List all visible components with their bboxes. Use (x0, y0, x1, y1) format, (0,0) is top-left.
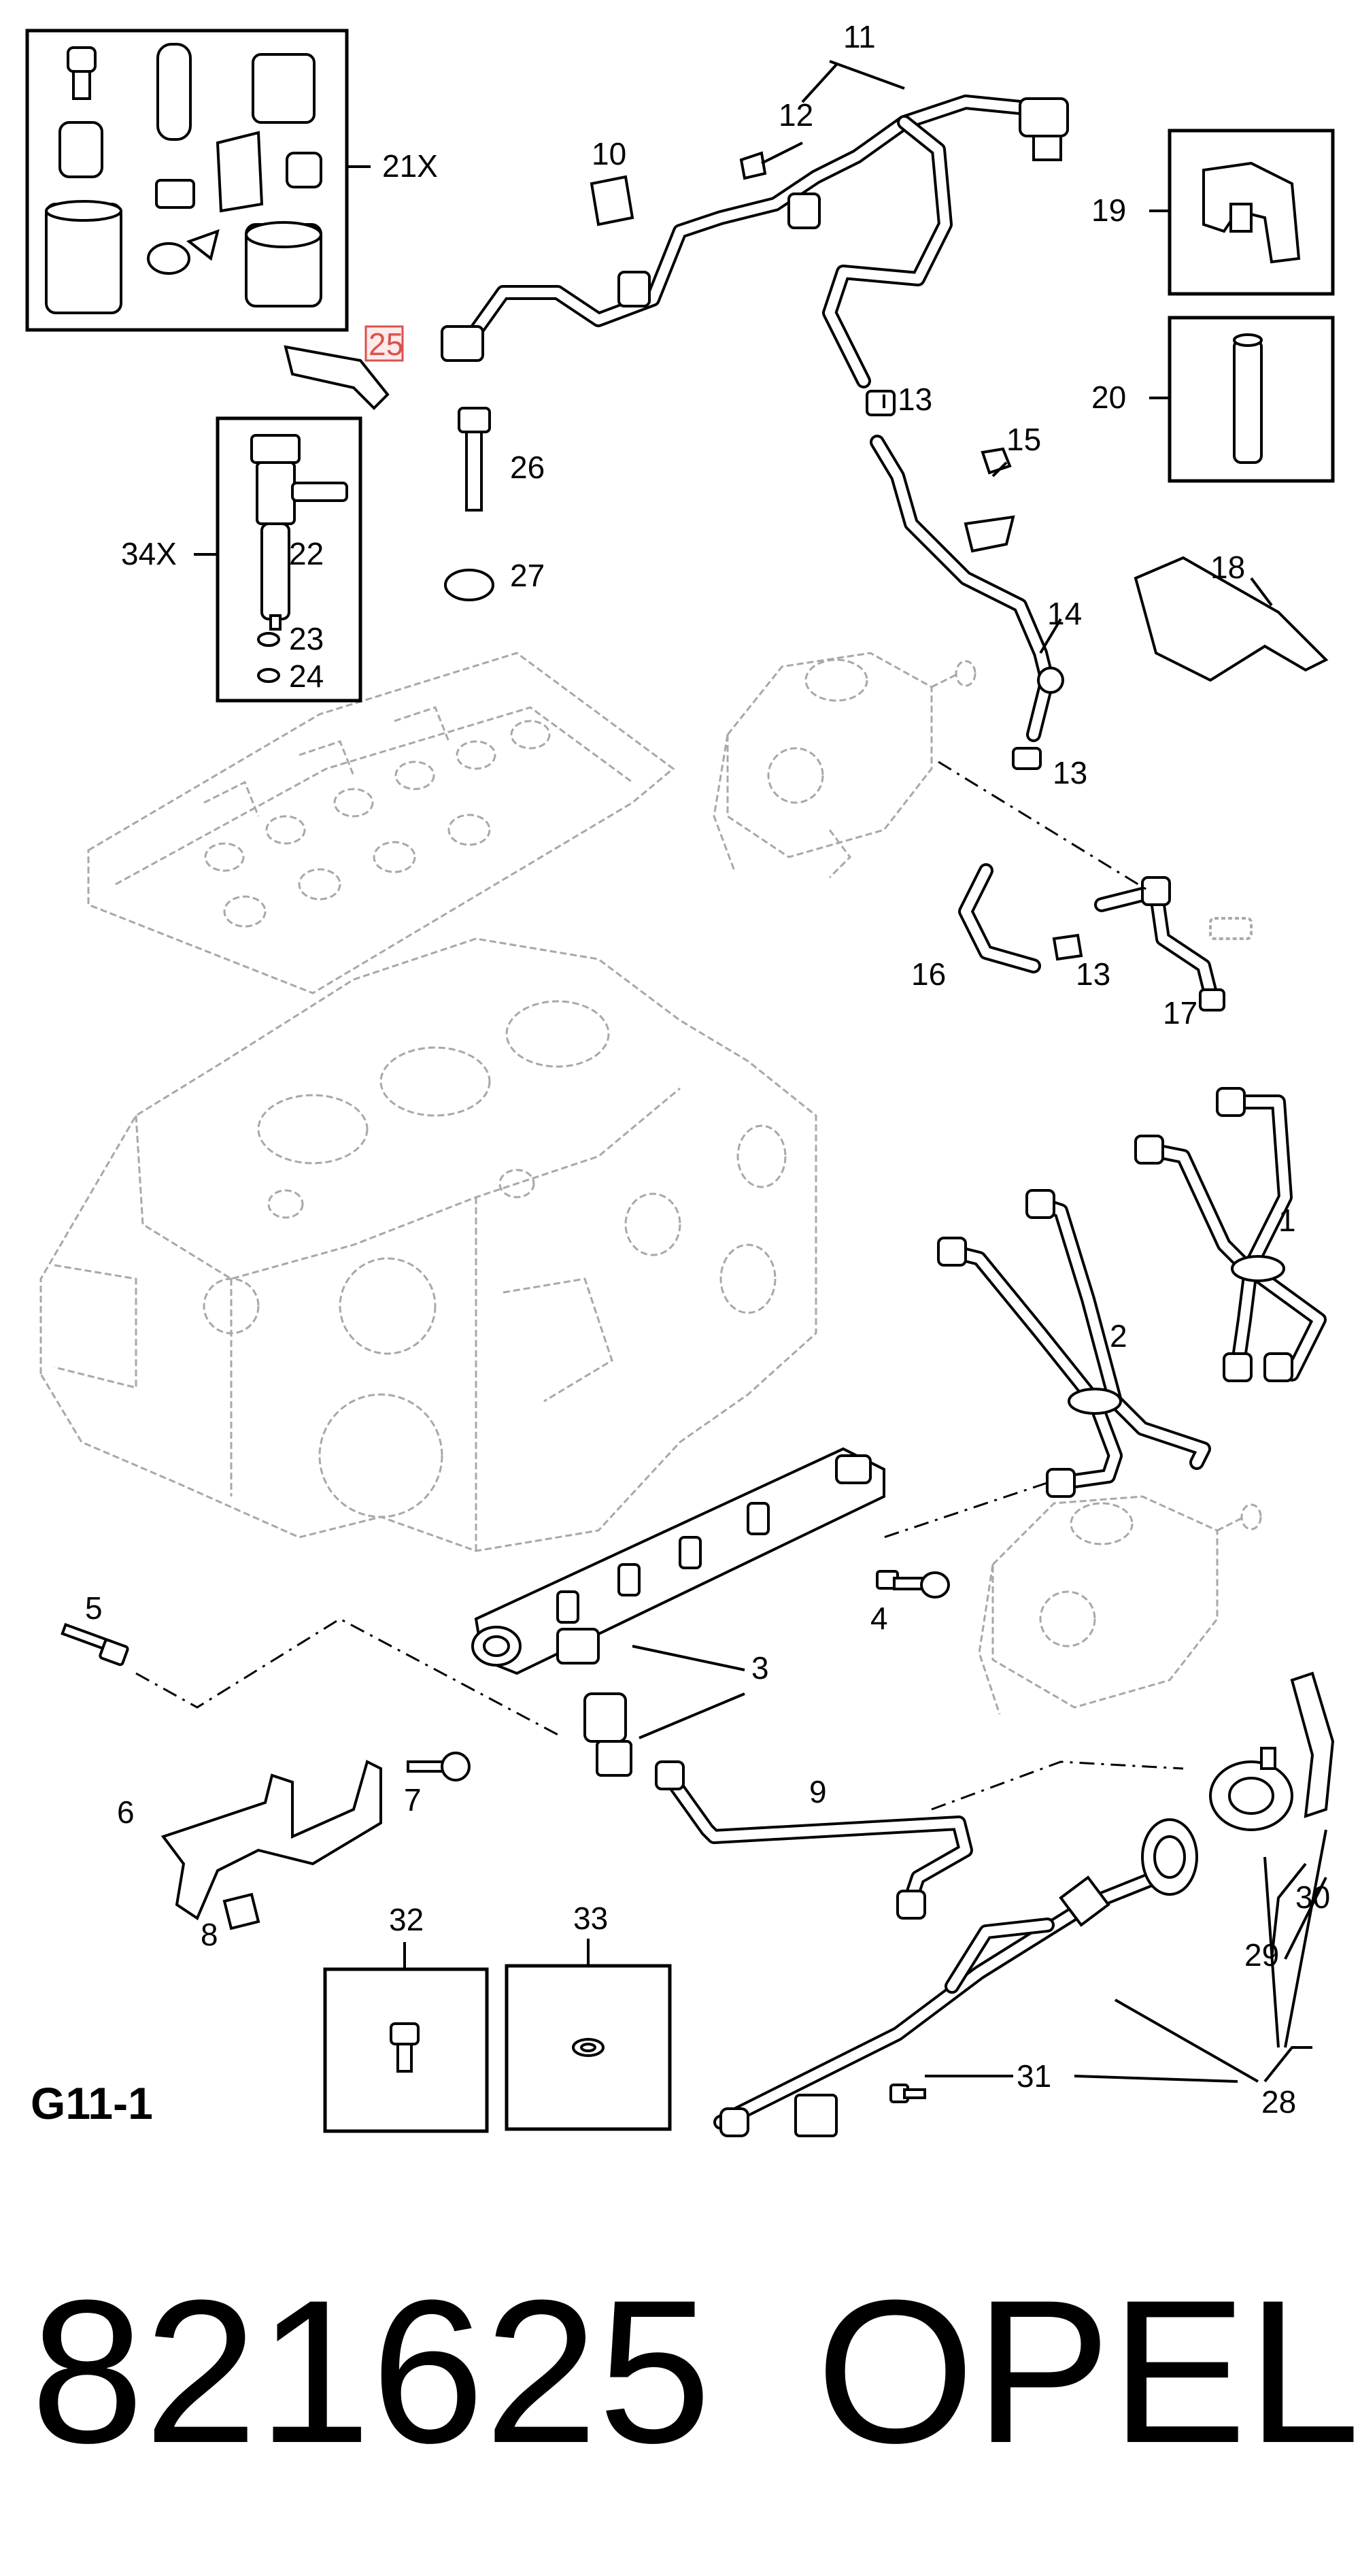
callout-19: 19 (1091, 193, 1126, 228)
callout-28: 28 (1261, 2084, 1296, 2120)
bracket-6-icon (160, 1760, 382, 1920)
callout-1: 1 (1278, 1203, 1296, 1238)
bracket-18-icon (1134, 556, 1329, 682)
callout-8: 8 (201, 1917, 218, 1952)
kit-34x-box (216, 416, 362, 703)
nut-15-icon (981, 447, 1012, 475)
fuel-pipe-9 (655, 1760, 973, 1920)
cap-stem-icon (72, 70, 91, 100)
callout-labels: 1 2 3 4 5 6 7 8 9 10 11 12 13 13 13 14 1… (85, 19, 1330, 2120)
callout-13b: 13 (1053, 755, 1087, 790)
cap-nut-icon (252, 53, 316, 124)
fitting-17 (1094, 876, 1253, 1011)
callout-14: 14 (1047, 596, 1082, 631)
callout-26: 26 (510, 450, 545, 485)
callout-15: 15 (1006, 422, 1041, 457)
callout-11: 11 (843, 19, 876, 54)
callout-5: 5 (85, 1590, 103, 1626)
cap-27-icon (444, 569, 494, 601)
callout-22: 22 (289, 536, 324, 571)
pin-part-icon (1233, 339, 1263, 464)
engine-block-outline (39, 937, 817, 1552)
callout-10: 10 (592, 136, 626, 171)
callout-3: 3 (751, 1650, 769, 1686)
manual-sheet-icon (216, 131, 264, 213)
assembly-line (938, 760, 1150, 892)
bolt-26-icon (458, 407, 491, 512)
nut-13c-icon (1052, 933, 1083, 961)
callout-24: 24 (289, 658, 324, 694)
callout-13c: 13 (1076, 956, 1110, 992)
callout-9: 9 (809, 1774, 827, 1809)
diagram-code: G11-1 (31, 2078, 153, 2128)
pressure-sensor-3 (583, 1692, 632, 1777)
kit-21x-box (25, 29, 349, 332)
callout-12: 12 (779, 97, 813, 133)
pipe-connector-icon (441, 325, 484, 362)
callout-4: 4 (870, 1601, 888, 1636)
washer-ring-icon (257, 668, 280, 683)
callout-21x: 21X (382, 148, 438, 184)
callout-18: 18 (1210, 550, 1245, 585)
pressure-regulator-29 (1209, 1747, 1293, 1831)
callout-23: 23 (289, 621, 324, 656)
cylinder-head-outline (87, 652, 675, 994)
injection-pump-outline-lower (978, 1495, 1262, 1715)
washer-part-icon (147, 242, 190, 275)
stud-5-icon (61, 1622, 129, 1667)
bolt-4-icon (876, 1570, 950, 1599)
o-ring-icon (257, 632, 280, 647)
bushing-part-icon (58, 121, 103, 178)
callout-25-highlight (364, 325, 404, 362)
callout-32: 32 (389, 1902, 424, 1937)
box-32 (323, 1967, 489, 2133)
fuel-pipe-assembly-28 (713, 1818, 1198, 2137)
pipe-set-1 (1134, 1087, 1327, 1382)
callout-34x: 34X (121, 536, 177, 571)
assembly-line (883, 1482, 1048, 1539)
hex-nut-icon (155, 179, 195, 209)
callout-20: 20 (1091, 380, 1126, 415)
callout-13a: 13 (898, 382, 932, 417)
fuel-rail-3 (471, 1447, 885, 1675)
clip-10-icon (590, 175, 634, 227)
assembly-line (931, 1760, 1184, 1811)
bolt-head-icon (390, 2022, 420, 2045)
box-33 (505, 1964, 672, 2131)
box-19 (1168, 129, 1335, 296)
box-20 (1168, 316, 1335, 483)
leader-lines (194, 60, 1327, 2083)
callout-6: 6 (117, 1794, 135, 1830)
injection-pump-outline-upper (713, 652, 976, 879)
part-number: 821625 (31, 2257, 711, 2486)
assembly-line (135, 1618, 558, 1736)
callout-2: 2 (1110, 1318, 1127, 1354)
return-line-14 (866, 390, 1064, 770)
cap-part-icon (67, 46, 97, 73)
callout-16: 16 (911, 956, 946, 992)
injector-body-icon (256, 461, 296, 525)
screw-31-icon (889, 2084, 926, 2103)
pipe-set-2 (937, 1189, 1211, 1498)
callout-31: 31 (1017, 2058, 1051, 2094)
sleeve-part-icon (156, 43, 192, 141)
callout-17: 17 (1163, 995, 1197, 1031)
brand-name: OPEL (816, 2257, 1360, 2486)
callout-29: 29 (1244, 1937, 1279, 1973)
callout-25: 25 (369, 327, 403, 362)
callout-33: 33 (573, 1901, 608, 1936)
bracket-25-icon (284, 345, 390, 410)
clip-30-icon (1290, 1671, 1335, 1818)
screw-12-icon (739, 151, 767, 180)
leak-off-pipe-11 (441, 95, 1069, 388)
small-cap-icon (286, 152, 322, 188)
callout-27: 27 (510, 558, 545, 593)
callout-30: 30 (1295, 1879, 1330, 1915)
bolt-7-icon (407, 1752, 471, 1782)
nut-8-icon (222, 1892, 260, 1930)
callout-7: 7 (404, 1782, 422, 1818)
